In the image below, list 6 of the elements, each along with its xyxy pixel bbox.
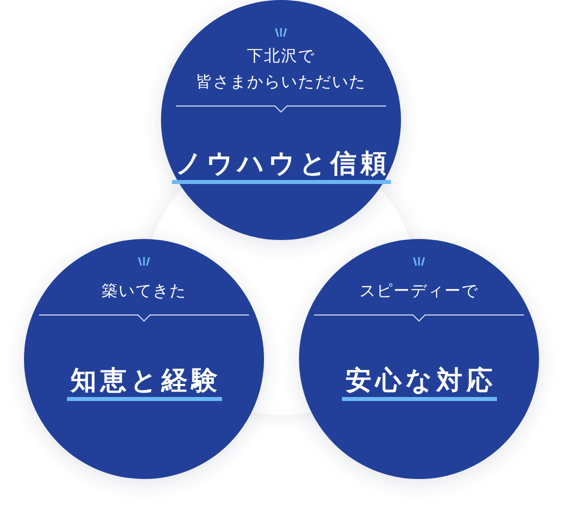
heading-text: 下北沢で皆さまからいただいた	[196, 45, 366, 93]
highlight-text: 安心な対応	[342, 366, 496, 401]
highlight-text: 知恵と経験	[66, 366, 222, 401]
heading-text: スピーディーで	[360, 280, 478, 302]
highlight-text: ノウハウと信頼	[172, 149, 390, 184]
heading-text: 築いてきた	[102, 280, 186, 302]
